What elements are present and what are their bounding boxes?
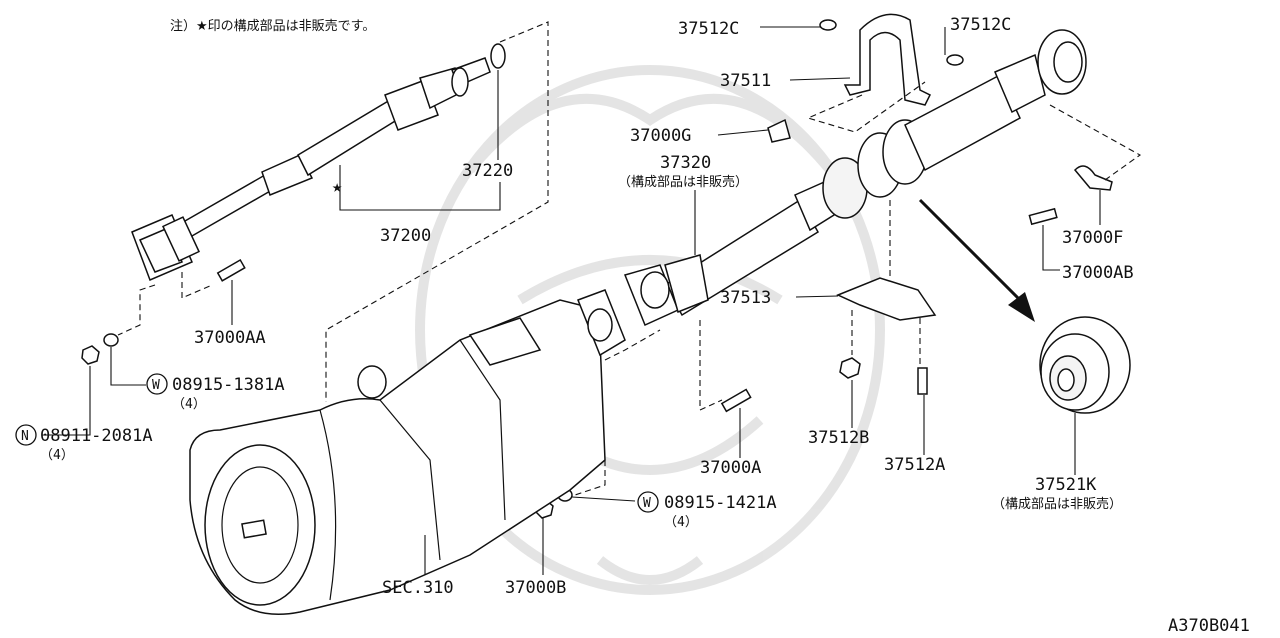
arrow-head <box>1008 292 1035 322</box>
label-37000AA: 37000AA <box>194 328 266 348</box>
label-37000B: 37000B <box>505 578 566 598</box>
watermark-emblem <box>415 65 885 595</box>
label-08915-1421A: 08915-1421A <box>664 493 777 513</box>
label-37512C-right: 37512C <box>950 15 1011 35</box>
bolt-37000AA <box>216 259 246 282</box>
label-37200: 37200 <box>380 226 431 246</box>
bracket-37513 <box>836 277 937 321</box>
dash-frame-left <box>325 21 549 402</box>
label-37320: 37320 <box>660 153 711 173</box>
dash-clip <box>1049 104 1142 181</box>
center-bearing-37521K <box>1039 316 1131 414</box>
label-37320-subnote: （構成部品は非販売） <box>618 174 748 190</box>
bolt-37512A <box>917 367 928 395</box>
label-37000A: 37000A <box>700 458 761 478</box>
label-37513: 37513 <box>720 288 771 308</box>
n-symbol-2081A: N <box>21 429 29 444</box>
qty-08915-1421A: （4） <box>664 515 698 530</box>
nut-37512B <box>839 357 861 379</box>
w-symbol-circle-1381A <box>146 373 168 395</box>
dash-front-flange <box>181 272 213 299</box>
label-37512A: 37512A <box>884 455 945 475</box>
label-37512C-left: 37512C <box>678 19 739 39</box>
qty-08915-1381A: （4） <box>172 397 206 412</box>
label-08915-1381A: 08915-1381A <box>172 375 285 395</box>
w-symbol-1421A: W <box>643 496 651 511</box>
dash-bolt-37000A <box>699 320 723 411</box>
arrow-line <box>918 198 1027 307</box>
figure-code: A370B041 <box>1168 616 1250 636</box>
label-sec310: SEC.310 <box>382 578 454 598</box>
n-symbol-circle-2081A <box>15 424 37 446</box>
bolt-37000A <box>720 388 752 413</box>
front-propeller-shaft <box>131 57 491 281</box>
label-37000AB: 37000AB <box>1062 263 1134 283</box>
label-37521K-subnote: （構成部品は非販売） <box>992 496 1122 512</box>
cap-37220 <box>490 43 506 69</box>
center-bearing-bracket <box>843 13 932 106</box>
leader-lines <box>42 26 1101 575</box>
washer-37512C-left <box>819 19 837 31</box>
washer-37512C-right <box>946 54 964 66</box>
dash-bolt-aa <box>117 284 156 336</box>
label-37512B: 37512B <box>808 428 869 448</box>
washer-08915-1381A <box>103 333 119 347</box>
plug-37000G <box>767 118 791 143</box>
transmission-sec310 <box>189 289 626 615</box>
label-37521K: 37521K <box>1035 475 1097 495</box>
bolt-37000AB <box>1028 207 1058 226</box>
dash-rear-bracket <box>806 81 926 133</box>
w-symbol-circle-1421A <box>637 491 659 513</box>
rear-propeller-shaft <box>623 29 1087 327</box>
qty-08911-2081A: （4） <box>40 448 74 463</box>
label-37220: 37220 <box>462 161 513 181</box>
star-mark: ★ <box>332 177 342 197</box>
w-symbol-1381A: W <box>152 378 160 393</box>
dash-flange-link <box>604 329 661 361</box>
nut-08911-2081A <box>81 345 100 365</box>
label-37511: 37511 <box>720 71 771 91</box>
header-note: 注）★印の構成部品は非販売です。 <box>170 18 375 34</box>
dash-trans-bolts <box>574 460 606 496</box>
label-08911-2081A: 08911-2081A <box>40 426 153 446</box>
label-37000F: 37000F <box>1062 228 1123 248</box>
label-37000G: 37000G <box>630 126 691 146</box>
clip-37000F <box>1073 165 1113 191</box>
